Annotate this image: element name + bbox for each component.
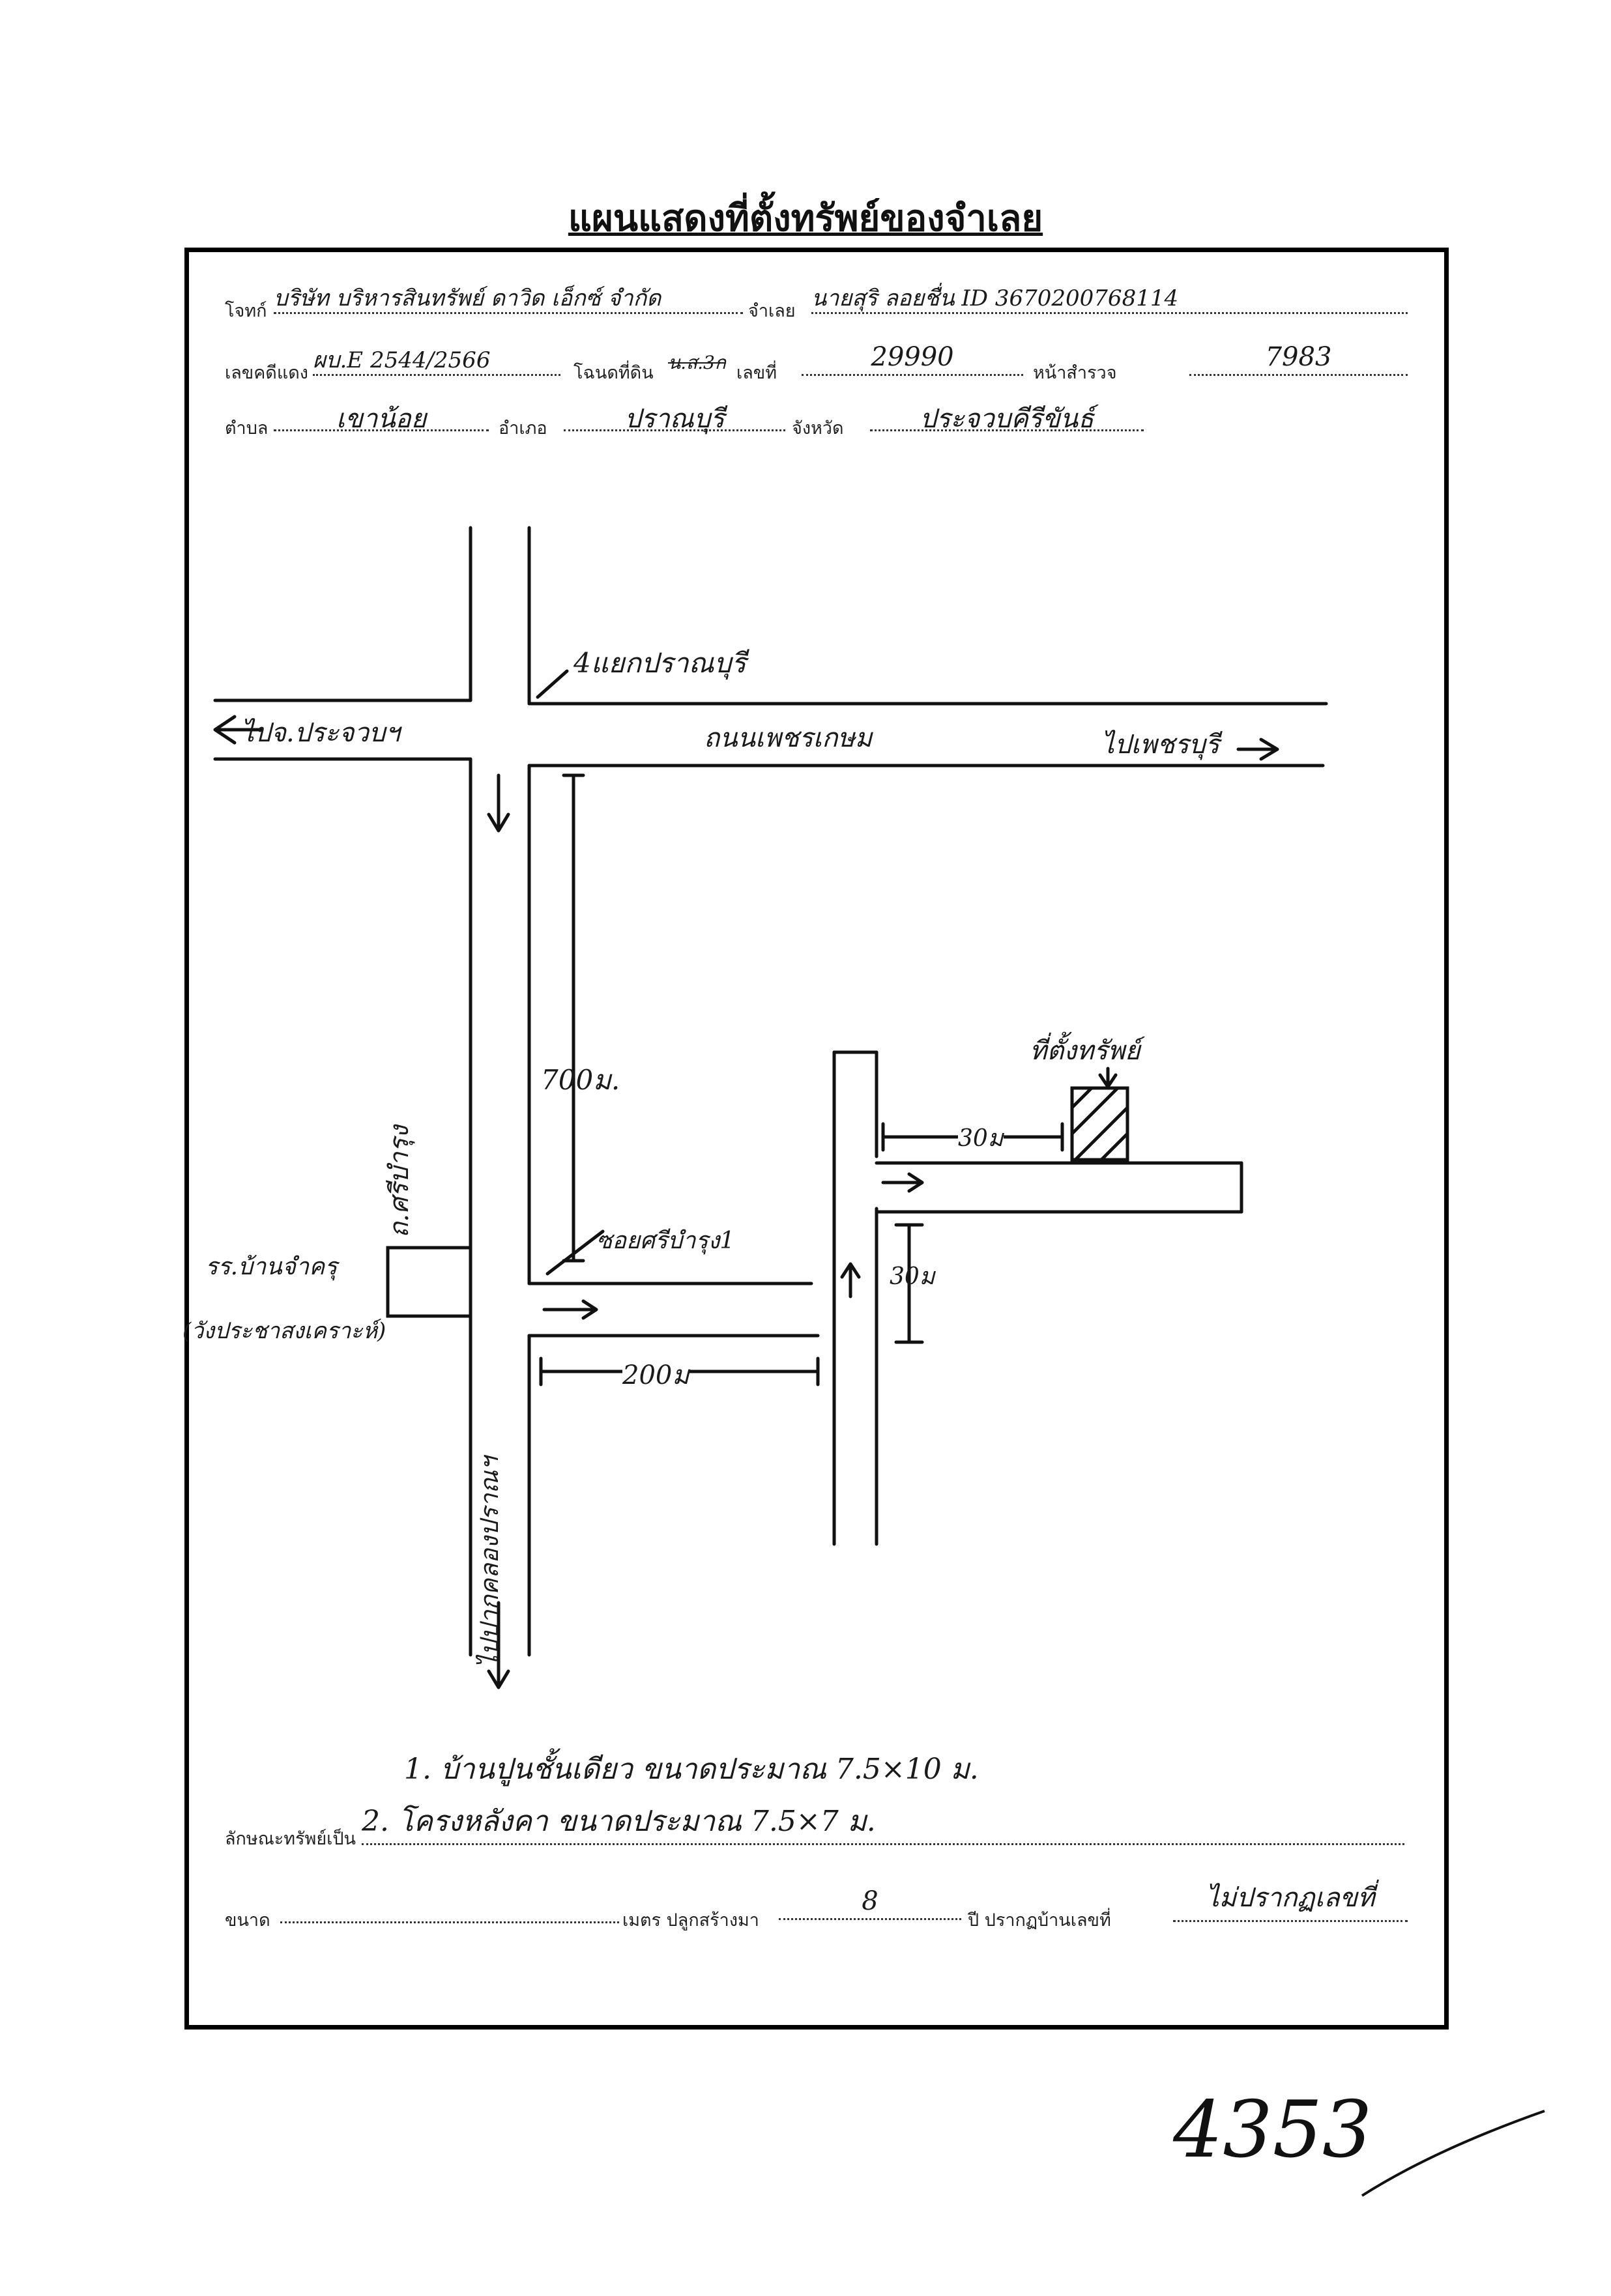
leader-line bbox=[545, 1229, 605, 1276]
distance-200-label: 200ม bbox=[622, 1354, 689, 1396]
to-prachuap-label: ไปจ.ประจวบฯ bbox=[241, 718, 400, 748]
case-label: เลขคดีแดง bbox=[225, 363, 308, 383]
number-value: 29990 bbox=[802, 342, 1023, 376]
hatch bbox=[1070, 1086, 1120, 1136]
years-label: ปี ปรากฏบ้านเลขที่ bbox=[968, 1910, 1111, 1930]
soi-label: ซอยศรีบำรุง1 bbox=[596, 1227, 735, 1254]
arrow-up bbox=[840, 1262, 861, 1299]
years-value: 8 bbox=[779, 1886, 961, 1920]
defendant-value: นายสุริ ลอยชื่น ID 3670200768114 bbox=[811, 280, 1408, 314]
distance-30-vertical-label: 30ม bbox=[890, 1263, 935, 1290]
survey-label: หน้าสำรวจ bbox=[1033, 363, 1117, 383]
hatch bbox=[1099, 1132, 1129, 1162]
arrow-right bbox=[881, 1172, 924, 1193]
arrow-down-property bbox=[1098, 1067, 1118, 1089]
property-item-1: 1. บ้านปูนชั้นเดียว ขนาดประมาณ 7.5×10 ม. bbox=[404, 1753, 979, 1786]
main-road-label: ถนนเพชรเกษม bbox=[704, 723, 873, 753]
hatch bbox=[1070, 1086, 1094, 1110]
province-value: ประจวบคีรีขันธ์ bbox=[870, 397, 1144, 434]
intersection-label: 4แยกปราณบุรี bbox=[573, 647, 746, 679]
arrow-down bbox=[487, 773, 510, 833]
document-frame bbox=[184, 248, 1449, 2030]
property-location-label: ที่ตั้งทรัพย์ bbox=[1030, 1036, 1140, 1066]
case-value: ผบ.E 2544/2566 bbox=[313, 342, 560, 376]
school-sub-label: (วังประชาสงเคราะห์) bbox=[182, 1318, 386, 1344]
to-pakklong-label: ไปปากคลองปราณฯ bbox=[475, 1456, 504, 1668]
leader-line bbox=[536, 669, 569, 699]
deed-label: โฉนดที่ดิน bbox=[573, 363, 654, 383]
hatch bbox=[1073, 1106, 1129, 1162]
plaintiff-label: โจทก์ bbox=[225, 301, 267, 321]
arrow-right bbox=[1236, 738, 1279, 761]
page-title: แผนแสดงที่ตั้งทรัพย์ของจำเลย bbox=[568, 197, 1043, 240]
arrow-left bbox=[213, 715, 263, 745]
side-road-label: ถ.ศรีบำรุง bbox=[385, 1125, 414, 1238]
plaintiff-value: บริษัท บริหารสินทรัพย์ ดาวิด เอ็กซ์ จำกั… bbox=[274, 280, 743, 314]
page-number: 4353 bbox=[1173, 2085, 1372, 2175]
house-number-value: ไม่ปรากฏเลขที่ bbox=[1173, 1876, 1408, 1922]
meter-label: เมตร ปลูกสร้างมา bbox=[622, 1910, 759, 1930]
arrow-down bbox=[487, 1601, 510, 1689]
defendant-label: จำเลย bbox=[748, 301, 796, 321]
deed-type-value: น.ส.3ก bbox=[668, 352, 726, 373]
pen-stroke bbox=[1361, 2110, 1545, 2197]
survey-value: 7983 bbox=[1189, 342, 1408, 376]
to-phetchaburi-label: ไปเพชรบุรี bbox=[1101, 730, 1220, 760]
number-label: เลขที่ bbox=[736, 363, 777, 383]
distance-30-horizontal-label: 30ม bbox=[958, 1119, 1004, 1156]
subdistrict-value: เขาน้อย bbox=[274, 397, 489, 434]
district-value: ปราณบุรี bbox=[564, 397, 785, 434]
distance-700-label: 700ม. bbox=[541, 1064, 620, 1096]
arrow-right bbox=[542, 1299, 598, 1320]
property-type-label: ลักษณะทรัพย์เป็น bbox=[225, 1829, 356, 1849]
subdistrict-label: ตำบล bbox=[225, 418, 268, 438]
property-item-2: 2. โครงหลังคา ขนาดประมาณ 7.5×7 ม. bbox=[362, 1798, 1404, 1845]
size-value bbox=[280, 1889, 619, 1923]
school-box bbox=[386, 1246, 472, 1318]
school-label: รร.บ้านจำครุ bbox=[205, 1254, 338, 1280]
province-label: จังหวัด bbox=[792, 418, 844, 438]
district-label: อำเภอ bbox=[499, 418, 547, 438]
size-label: ขนาด bbox=[225, 1910, 270, 1930]
